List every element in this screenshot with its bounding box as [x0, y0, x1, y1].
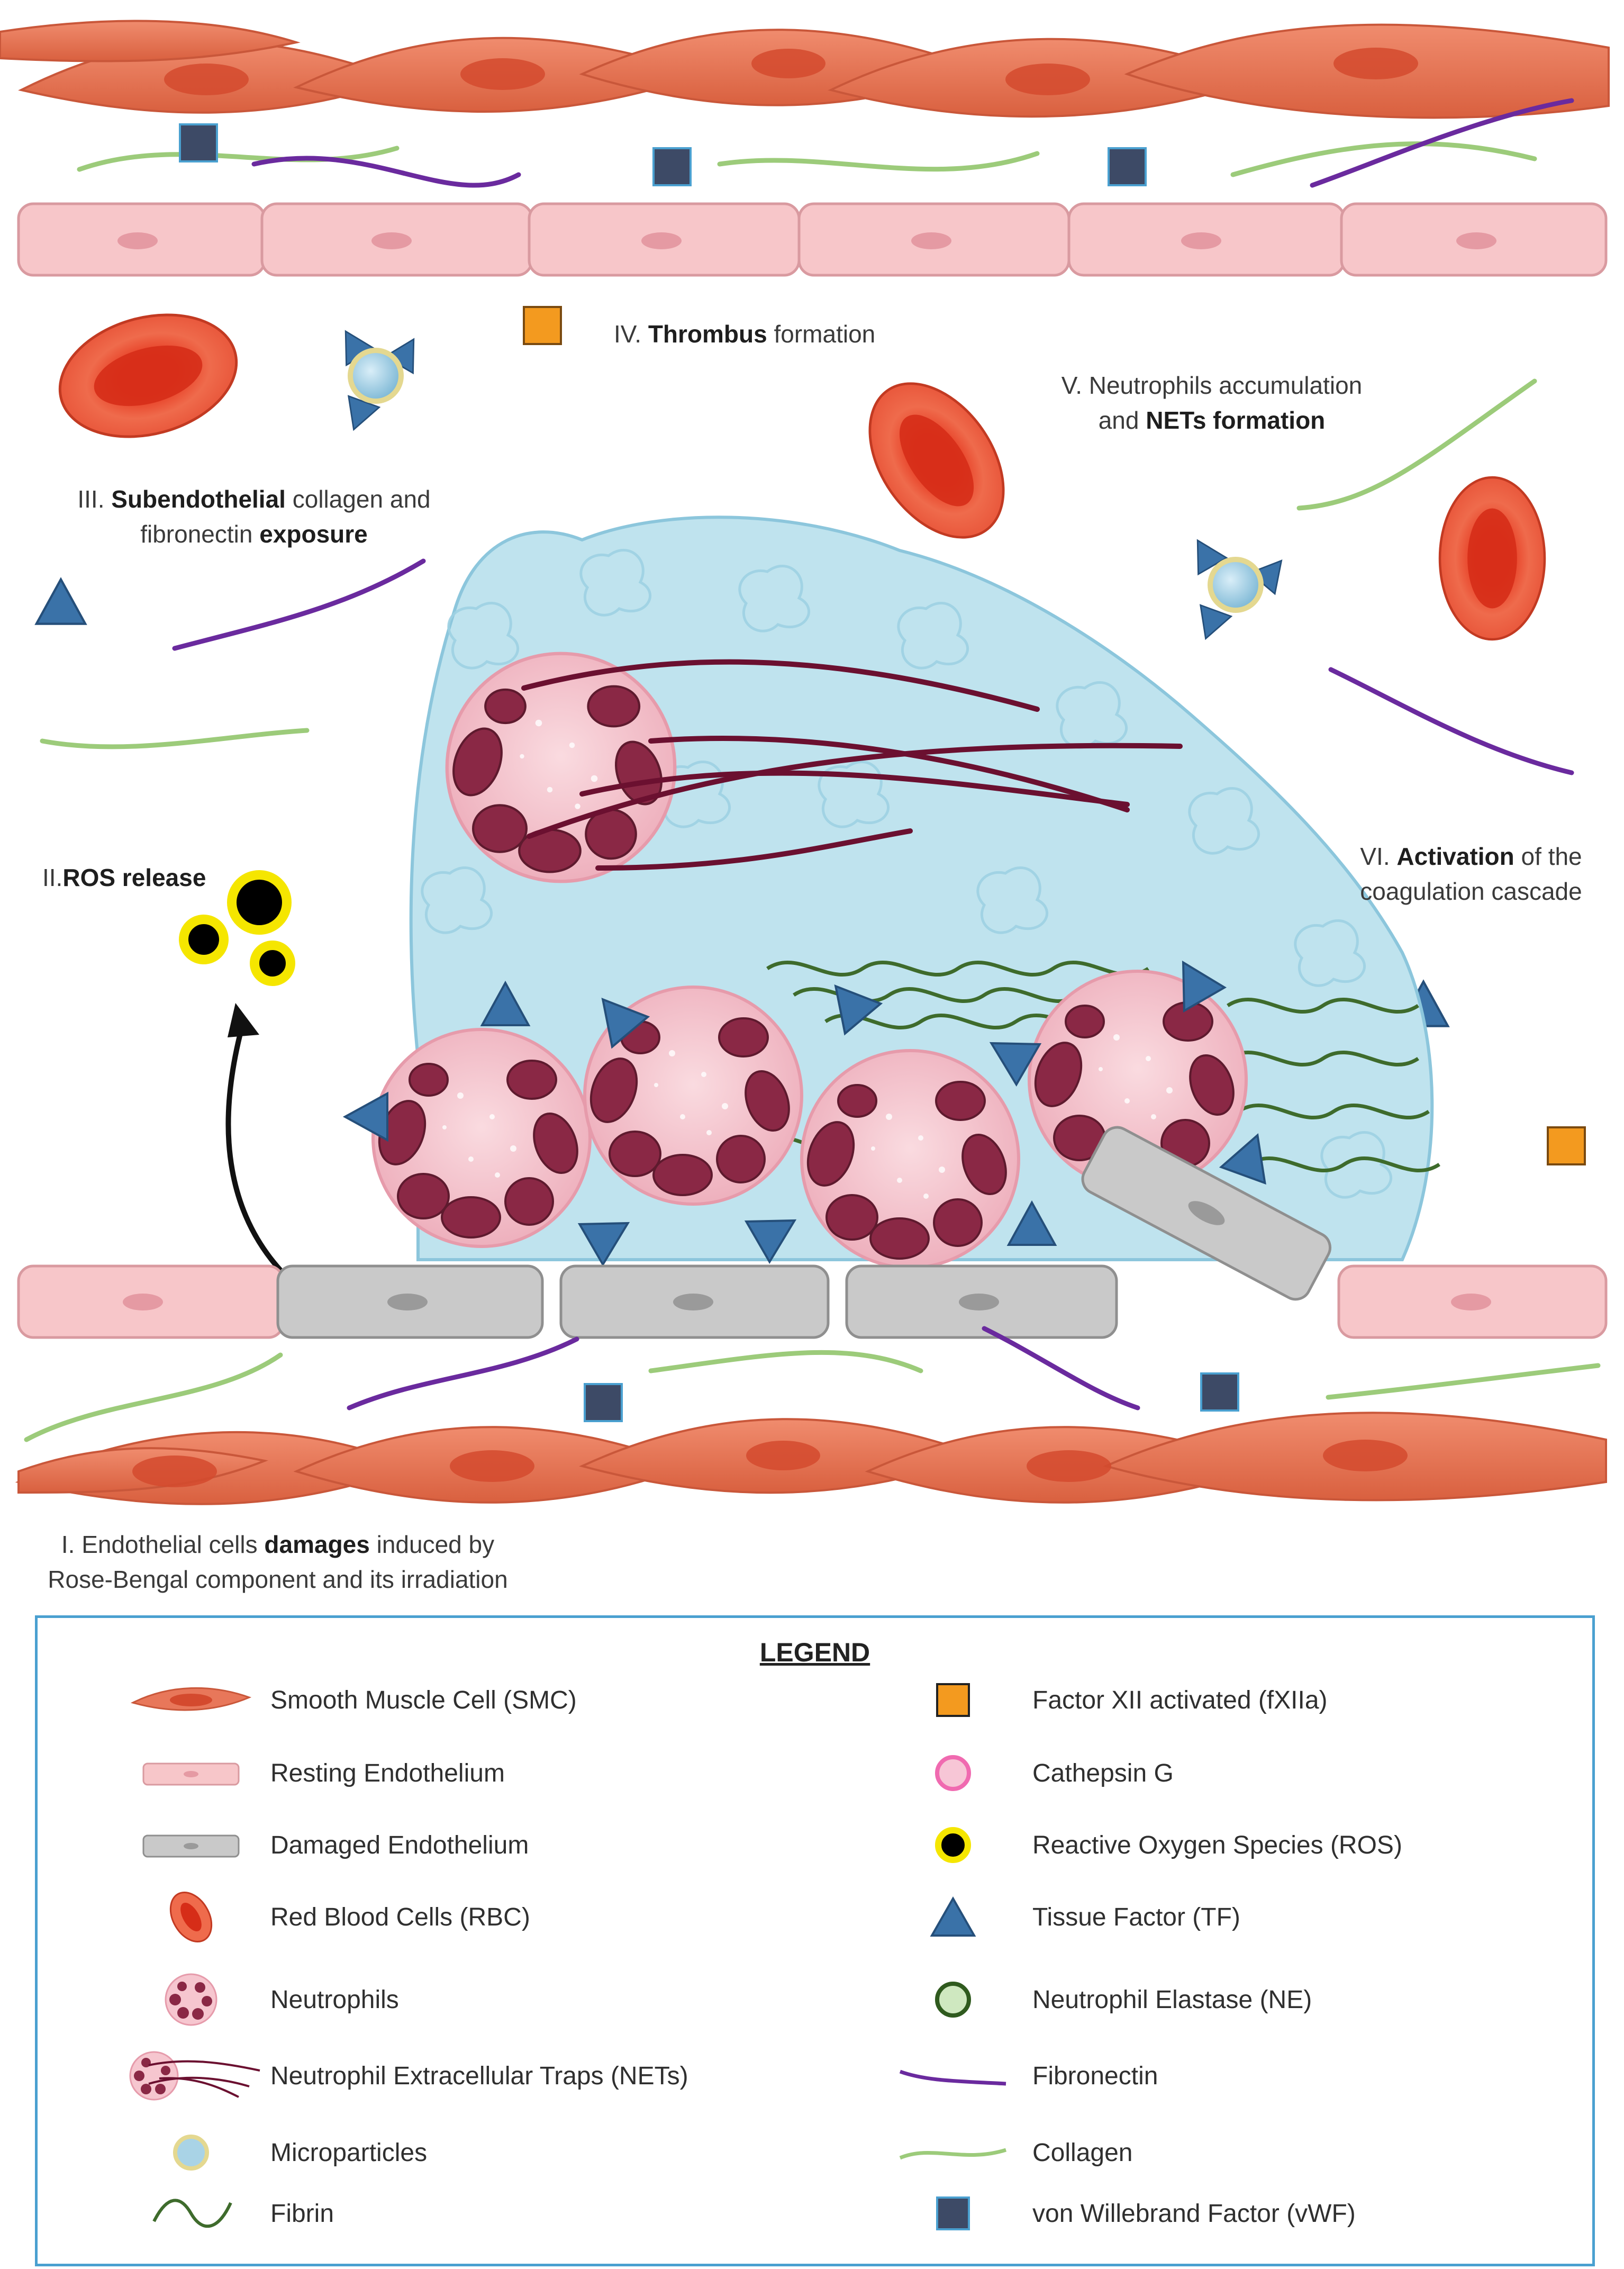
- neutrophil-nets: [445, 654, 675, 882]
- ros-cluster: [179, 870, 295, 986]
- legend-item-fibronectin: Fibronectin: [874, 2047, 1158, 2105]
- legend-item-neutrophil-elastase: Neutrophil Elastase (NE): [874, 1970, 1312, 2029]
- step-3-label: III. Subendothelial collagen and fibrone…: [77, 485, 431, 548]
- nets-strands: [521, 659, 1183, 871]
- bottom-smc-nuclei: [132, 1440, 1408, 1487]
- legend-item-ros: Reactive Oxygen Species (ROS): [874, 1816, 1402, 1874]
- step-6-label: VI. Activation of the coagulation cascad…: [1360, 843, 1582, 905]
- neutrophil-icon: [165, 1973, 217, 2026]
- top-endothelium-nuclei: [117, 232, 1496, 249]
- neutrophil: [800, 1051, 1019, 1268]
- legend-item-vwf: von Willebrand Factor (vWF): [874, 2184, 1356, 2243]
- fibrin-icon: [152, 2199, 232, 2228]
- legend-item-resting-endothelium: Resting Endothelium: [112, 1744, 505, 1802]
- cathepsin-g-icon: [935, 1755, 971, 1791]
- step-2-label: II.ROS release: [42, 864, 206, 891]
- legend-item-smc: Smooth Muscle Cell (SMC): [112, 1671, 577, 1729]
- legend-box: LEGEND Smooth Muscle Cell (SMC) Resting …: [35, 1615, 1595, 2266]
- vwf-icon: [936, 2196, 970, 2230]
- red-blood-cell-icon: [169, 1891, 213, 1943]
- collagen-icon: [899, 2148, 1007, 2160]
- legend-item-cathepsin-g: Cathepsin G: [874, 1744, 1174, 1802]
- legend-item-microparticles: Microparticles: [112, 2123, 427, 2182]
- factor-xiia-icon: [936, 1683, 970, 1717]
- tissue-factor: [37, 580, 85, 624]
- bottom-vwf-squares: [584, 1372, 1239, 1422]
- microparticle-icon: [173, 2135, 209, 2171]
- neutrophil: [371, 1029, 590, 1246]
- bottom-matrix-fibers: [24, 1326, 1601, 1442]
- rbc-cell: [1440, 477, 1545, 639]
- legend-item-fxiia: Factor XII activated (fXIIa): [874, 1671, 1328, 1729]
- ros-icon: [935, 1827, 971, 1863]
- top-matrix-fibers: [77, 98, 1574, 188]
- ros-release-arrow: [225, 1020, 283, 1272]
- factor-xiia-square: [523, 306, 562, 345]
- damaged-endothelium-icon: [142, 1834, 240, 1858]
- smooth-muscle-cell-icon: [130, 1687, 252, 1711]
- factor-xiia-square: [1547, 1126, 1586, 1165]
- step-1-label: I. Endothelial cells damages induced by …: [48, 1531, 508, 1593]
- neutrophil-elastase-icon: [935, 1982, 971, 2018]
- step-4-label: IV. Thrombus formation: [614, 320, 876, 348]
- legend-item-rbc: Red Blood Cells (RBC): [112, 1888, 530, 1946]
- legend-item-collagen: Collagen: [874, 2123, 1132, 2182]
- legend-item-fibrin: Fibrin: [112, 2184, 334, 2243]
- step-5-label: V. Neutrophils accumulation and NETs for…: [1061, 372, 1363, 434]
- nets-icon: [129, 2051, 260, 2101]
- top-endothelium: [17, 202, 1608, 277]
- smc-nuclei: [164, 48, 1418, 95]
- rbc-cell: [46, 296, 250, 456]
- rbc-cell: [842, 359, 1031, 562]
- fibronectin-icon: [899, 2069, 1006, 2086]
- microparticle-with-tf: [1183, 531, 1295, 645]
- legend-title: LEGEND: [759, 1638, 870, 1667]
- lumen-fibers: [40, 378, 1574, 775]
- microparticle-with-tf: [331, 322, 429, 436]
- legend-item-damaged-endothelium: Damaged Endothelium: [112, 1816, 529, 1874]
- tissue-factor-icon: [930, 1896, 976, 1937]
- legend-item-neutrophils: Neutrophils: [112, 1970, 399, 2029]
- top-vwf-squares: [179, 123, 1147, 186]
- bottom-endothelium-nuclei: [123, 1201, 1491, 1310]
- legend-item-tissue-factor: Tissue Factor (TF): [874, 1888, 1240, 1946]
- legend-item-nets: Neutrophil Extracellular Traps (NETs): [112, 2047, 688, 2105]
- resting-endothelium-icon: [142, 1762, 240, 1786]
